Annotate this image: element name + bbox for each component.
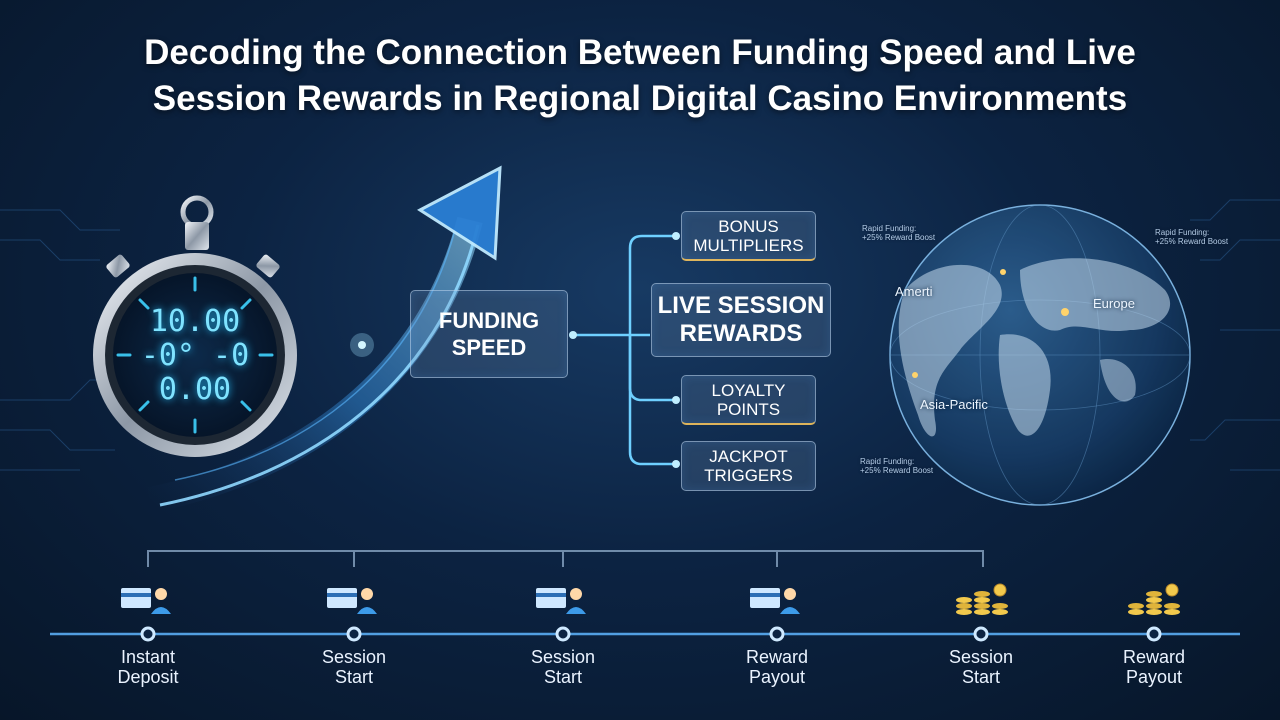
timeline-stage-label: Session Start <box>294 647 414 687</box>
timeline-nodes <box>140 626 1162 642</box>
timeline-stage-label: Reward Payout <box>717 647 837 687</box>
badge-line-2: +25% Reward Boost <box>860 466 934 475</box>
stage-line-1: Reward <box>1122 647 1186 667</box>
stage-line-2: Start <box>961 667 1000 687</box>
badge-line-2: +25% Reward Boost <box>1155 237 1229 246</box>
loyalty-points-line-1: LOYALTY <box>711 380 786 400</box>
stage-line-2: Payout <box>748 667 806 687</box>
stopwatch-readout: 10.00 -0° -0 0.00 <box>125 305 265 407</box>
loyalty-points-line-2: POINTS <box>716 399 781 419</box>
card-user-icon <box>327 588 377 614</box>
timeline-stage-label: Reward Payout <box>1094 647 1214 687</box>
region-label-asia-pacific: Asia-Pacific <box>920 397 988 412</box>
jackpot-triggers-line-2: TRIGGERS <box>704 466 793 485</box>
funding-speed-line-2: SPEED <box>451 335 527 360</box>
stage-line-1: Reward <box>745 647 809 667</box>
live-session-rewards-line-1: LIVE SESSION <box>657 292 825 319</box>
funding-speed-line-1: FUNDING <box>438 308 540 333</box>
reward-boost-badge: Rapid Funding: +25% Reward Boost <box>860 457 933 475</box>
badge-line-1: Rapid Funding: <box>862 224 917 233</box>
bonus-multipliers-line-1: BONUS <box>718 216 779 236</box>
badge-line-1: Rapid Funding: <box>1155 228 1210 237</box>
funding-speed-node: FUNDING SPEED <box>410 290 568 378</box>
stage-line-2: Start <box>334 667 373 687</box>
live-session-rewards-line-2: REWARDS <box>679 320 803 347</box>
stage-line-1: Session <box>321 647 387 667</box>
hub-connector-dots <box>569 232 680 468</box>
stopwatch-line-1: 10.00 <box>149 304 241 339</box>
stage-line-1: Session <box>530 647 596 667</box>
jackpot-triggers-line-1: JACKPOT <box>709 447 788 466</box>
coin-stack-icon <box>1128 583 1180 615</box>
stopwatch-line-2: -0° -0 <box>140 338 250 373</box>
badge-line-1: Rapid Funding: <box>860 457 915 466</box>
jackpot-triggers-node: JACKPOT TRIGGERS <box>681 441 816 491</box>
stopwatch-line-3: 0.00 <box>158 372 232 407</box>
loyalty-points-node: LOYALTY POINTS <box>681 375 816 425</box>
speed-arrow-icon <box>147 165 502 513</box>
hub-connectors <box>572 234 678 466</box>
card-user-icon <box>536 588 586 614</box>
badge-line-2: +25% Reward Boost <box>862 233 936 242</box>
reward-boost-badge: Rapid Funding: +25% Reward Boost <box>1155 228 1228 246</box>
circuit-lines-right <box>1190 199 1280 471</box>
card-user-icon <box>121 588 171 614</box>
live-session-rewards-node: LIVE SESSION REWARDS <box>651 283 831 357</box>
globe-icon <box>889 204 1191 506</box>
bonus-multipliers-node: BONUS MULTIPLIERS <box>681 211 816 261</box>
reward-boost-badge: Rapid Funding: +25% Reward Boost <box>862 224 935 242</box>
timeline-stage-label: Session Start <box>921 647 1041 687</box>
stage-line-1: Session <box>948 647 1014 667</box>
title-line-2: Session Rewards in Regional Digital Casi… <box>152 79 1128 118</box>
card-user-icon <box>750 588 800 614</box>
page-title: Decoding the Connection Between Funding … <box>0 30 1280 122</box>
stage-line-1: Instant <box>120 647 176 667</box>
region-label-europe: Europe <box>1093 296 1135 311</box>
timeline-stage-label: Session Start <box>503 647 623 687</box>
coin-stack-icon <box>956 583 1008 615</box>
stage-line-2: Start <box>543 667 582 687</box>
stopwatch-icon <box>93 195 297 457</box>
timeline-stage-label: Instant Deposit <box>88 647 208 687</box>
stage-line-2: Deposit <box>117 667 179 687</box>
bonus-multipliers-line-2: MULTIPLIERS <box>693 235 804 255</box>
stage-line-2: Payout <box>1125 667 1183 687</box>
title-line-1: Decoding the Connection Between Funding … <box>144 33 1136 72</box>
region-label-americas: Amerti <box>895 284 933 299</box>
timeline-brackets <box>147 550 984 567</box>
